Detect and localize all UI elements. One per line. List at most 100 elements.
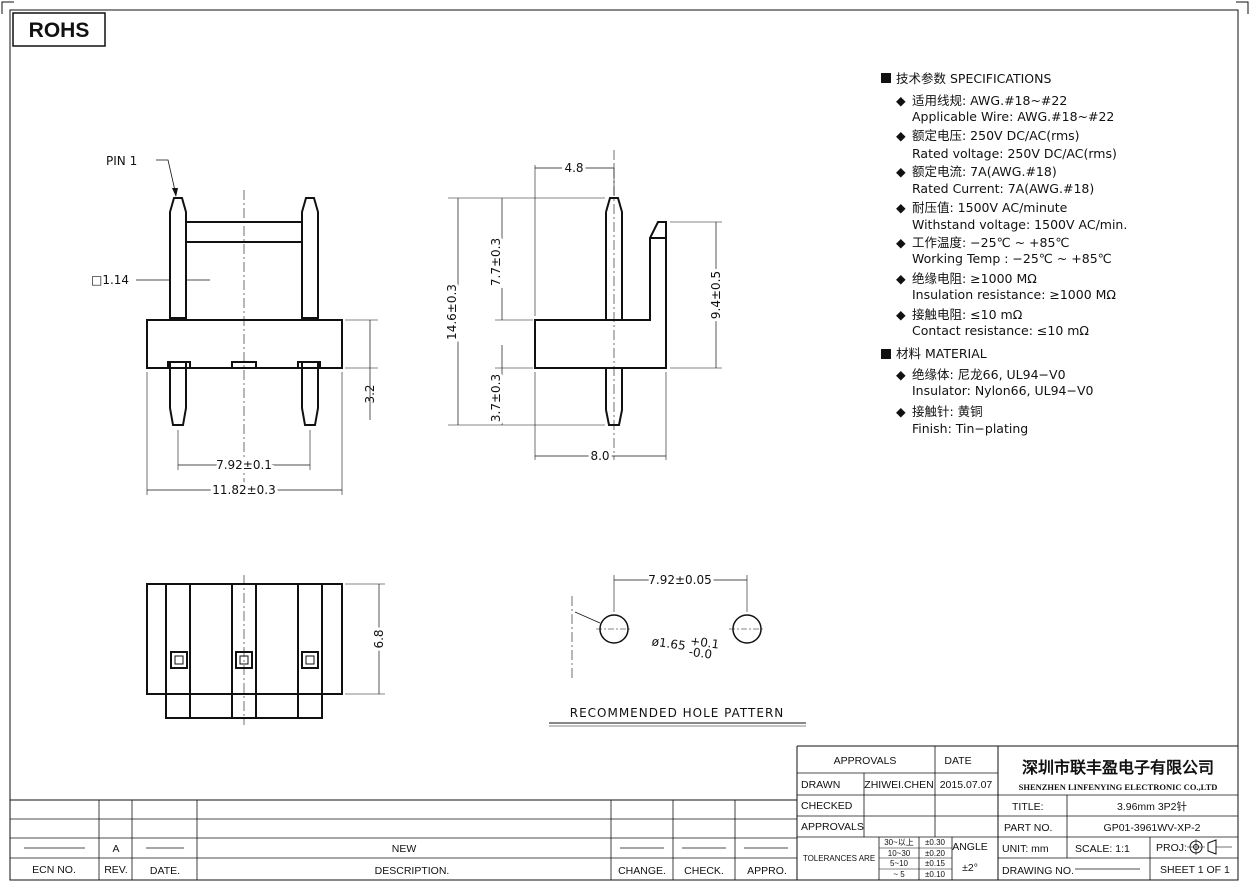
front-housing (146, 319, 343, 369)
svg-text:◆: ◆ (896, 128, 906, 143)
rev-header: REV. (104, 864, 128, 876)
hole-pitch-dim: 7.92±0.05 (648, 573, 712, 587)
projection-symbol-icon (1187, 839, 1232, 855)
svg-text:5~10: 5~10 (890, 859, 909, 868)
proj-label: PROJ: (1156, 842, 1187, 854)
svg-text:Insulation resistance: ≥1000: Insulation resistance: ≥1000 MΩ (912, 287, 1116, 302)
ecn-header: ECN NO. (32, 864, 76, 876)
spec-heading: 技术参数 SPECIFICATIONS (896, 71, 1051, 86)
top-width-dim: 4.8 (564, 161, 583, 175)
part-label: PART NO. (1004, 822, 1052, 834)
pin1-label: PIN 1 (106, 154, 137, 168)
side-housing (534, 221, 667, 369)
checked-label: CHECKED (801, 800, 853, 812)
date-header: DATE. (150, 865, 180, 877)
drawn-date: 2015.07.07 (940, 779, 993, 791)
svg-text:Rated voltage: 250V DC/AC(rms): Rated voltage: 250V DC/AC(rms) (912, 146, 1117, 161)
svg-text:±0.15: ±0.15 (925, 859, 946, 868)
scale-label: SCALE: 1:1 (1075, 843, 1130, 855)
approvals-header: APPROVALS (834, 755, 897, 767)
angle-label: ANGLE (952, 841, 988, 853)
svg-text:30~以上: 30~以上 (884, 838, 914, 847)
revision-table: A NEW ECN NO. REV. DATE. DESCRIPTION. CH… (10, 746, 798, 880)
svg-text:Contact resistance: ≤10 mΩ: Contact resistance: ≤10 mΩ (912, 323, 1089, 338)
svg-text:额定电压: 250V DC/AC(rms): 额定电压: 250V DC/AC(rms) (912, 128, 1080, 143)
bottom-view: 6.8 (146, 575, 389, 725)
desc-value: NEW (392, 843, 417, 855)
svg-text:◆: ◆ (896, 200, 906, 215)
description-header: DESCRIPTION. (375, 865, 450, 877)
drawn-by: ZHIWEI.CHEN (864, 779, 933, 791)
svg-text:±0.30: ±0.30 (925, 838, 946, 847)
date-col-header: DATE (944, 755, 971, 767)
total-height-dim: 14.6±0.3 (445, 284, 459, 340)
pin-size-label: □1.14 (91, 273, 129, 287)
spec-item: ◆ 耐压值: 1500V AC/minute Withstand voltage… (896, 200, 1127, 232)
svg-text:Withstand voltage: 1500V AC/mi: Withstand voltage: 1500V AC/min. (912, 217, 1127, 232)
svg-text:◆: ◆ (896, 164, 906, 179)
svg-text:绝缘体: 尼龙66, UL94−V0: 绝缘体: 尼龙66, UL94−V0 (912, 367, 1066, 382)
svg-text:接触针: 黄铜: 接触针: 黄铜 (912, 404, 983, 419)
specifications: 技术参数 SPECIFICATIONS ◆ 适用线规: AWG.#18~#22 … (881, 71, 1127, 436)
svg-text:接触电阻: ≤10 mΩ: 接触电阻: ≤10 mΩ (912, 307, 1023, 322)
width-dim: 11.82±0.3 (212, 483, 276, 497)
depth-dim: 6.8 (372, 629, 386, 648)
svg-text:◆: ◆ (896, 404, 906, 419)
company-name-cn: 深圳市联丰盈电子有限公司 (1022, 758, 1214, 777)
appro-header: APPRO. (747, 865, 787, 877)
angle-tol: ±2° (962, 862, 978, 874)
title-value: 3.96mm 3P2针 (1117, 800, 1187, 813)
title-block: APPROVALS DATE DRAWN ZHIWEI.CHEN 2015.07… (797, 745, 1238, 880)
svg-text:耐压值: 1500V AC/minute: 耐压值: 1500V AC/minute (912, 200, 1068, 215)
bottom-width-dim: 8.0 (590, 449, 609, 463)
svg-text:◆: ◆ (896, 367, 906, 382)
spec-item: ◆ 适用线规: AWG.#18~#22 Applicable Wire: AWG… (896, 93, 1114, 124)
part-value: GP01-3961WV-XP-2 (1104, 822, 1201, 834)
svg-text:Working Temp : −25℃ ~ +85℃: Working Temp : −25℃ ~ +85℃ (912, 251, 1112, 266)
tolerances-label: TOLERANCES ARE (803, 854, 875, 863)
hole-diameter: ø1.65 (651, 634, 687, 653)
svg-text:±0.10: ±0.10 (925, 870, 946, 879)
company-name-en: SHENZHEN LINFENYING ELECTRONIC CO.,LTD (1019, 782, 1218, 792)
approvals-label: APPROVALS (801, 821, 864, 833)
hole-tol-plus: +0.1 (689, 634, 720, 652)
side-view: 4.8 14.6±0.3 7.7±0.3 3.7±0.3 9.4±0.5 8.0 (442, 150, 726, 466)
title-label: TITLE: (1012, 801, 1044, 813)
drawn-label: DRAWN (801, 779, 840, 791)
lower-dim: 3.7±0.3 (489, 374, 503, 422)
spec-item: ◆ 工作温度: −25℃ ~ +85℃ Working Temp : −25℃ … (896, 235, 1112, 266)
material-heading: 材料 MATERIAL (896, 346, 987, 361)
hole-pattern-caption: RECOMMENDED HOLE PATTERN (570, 706, 785, 720)
svg-text:◆: ◆ (896, 93, 906, 108)
hole-pattern: 7.92±0.05 ø1.65 +0.1 -0.0 RECOMMENDED HO… (549, 570, 806, 727)
svg-text:◆: ◆ (896, 271, 906, 286)
svg-text:Insulator: Nylon66, UL94−V0: Insulator: Nylon66, UL94−V0 (912, 383, 1094, 398)
svg-text:工作温度: −25℃ ~ +85℃: 工作温度: −25℃ ~ +85℃ (912, 235, 1069, 250)
svg-text:◆: ◆ (896, 235, 906, 250)
svg-text:绝缘电阻: ≥1000 MΩ: 绝缘电阻: ≥1000 MΩ (912, 271, 1037, 286)
spec-item: ◆ 接触电阻: ≤10 mΩ Contact resistance: ≤10 m… (896, 307, 1089, 338)
upper-dim: 7.7±0.3 (489, 238, 503, 286)
material-item: ◆ 接触针: 黄铜 Finish: Tin−plating (896, 404, 1028, 436)
sheet-border (9, 9, 1239, 881)
hole-tol-minus: -0.0 (688, 645, 713, 662)
change-header: CHANGE. (618, 865, 666, 877)
svg-text:Finish: Tin−plating: Finish: Tin−plating (912, 421, 1028, 436)
spec-item: ◆ 绝缘电阻: ≥1000 MΩ Insulation resistance: … (896, 271, 1116, 302)
rohs-label: ROHS (29, 19, 90, 42)
svg-text:10~30: 10~30 (888, 849, 911, 858)
svg-text:◆: ◆ (896, 307, 906, 322)
rohs-box: ROHS (12, 12, 106, 47)
front-view: PIN 1 □1.14 7.92±0.1 11.82±0.3 3.2 (91, 154, 378, 500)
unit-label: UNIT: mm (1002, 843, 1049, 855)
right-height-dim: 9.4±0.5 (709, 271, 723, 319)
rev-value: A (112, 843, 119, 855)
spec-item: ◆ 额定电流: 7A(AWG.#18) Rated Current: 7A(AW… (896, 164, 1094, 196)
svg-text:~ 5: ~ 5 (893, 870, 905, 879)
height-dim: 3.2 (363, 384, 377, 403)
drawing-no-label: DRAWING NO. (1002, 865, 1074, 877)
pitch-dim: 7.92±0.1 (216, 458, 272, 472)
svg-text:Applicable Wire: AWG.#18~#22: Applicable Wire: AWG.#18~#22 (912, 109, 1114, 124)
svg-text:Rated Current: 7A(AWG.#18): Rated Current: 7A(AWG.#18) (912, 181, 1094, 196)
